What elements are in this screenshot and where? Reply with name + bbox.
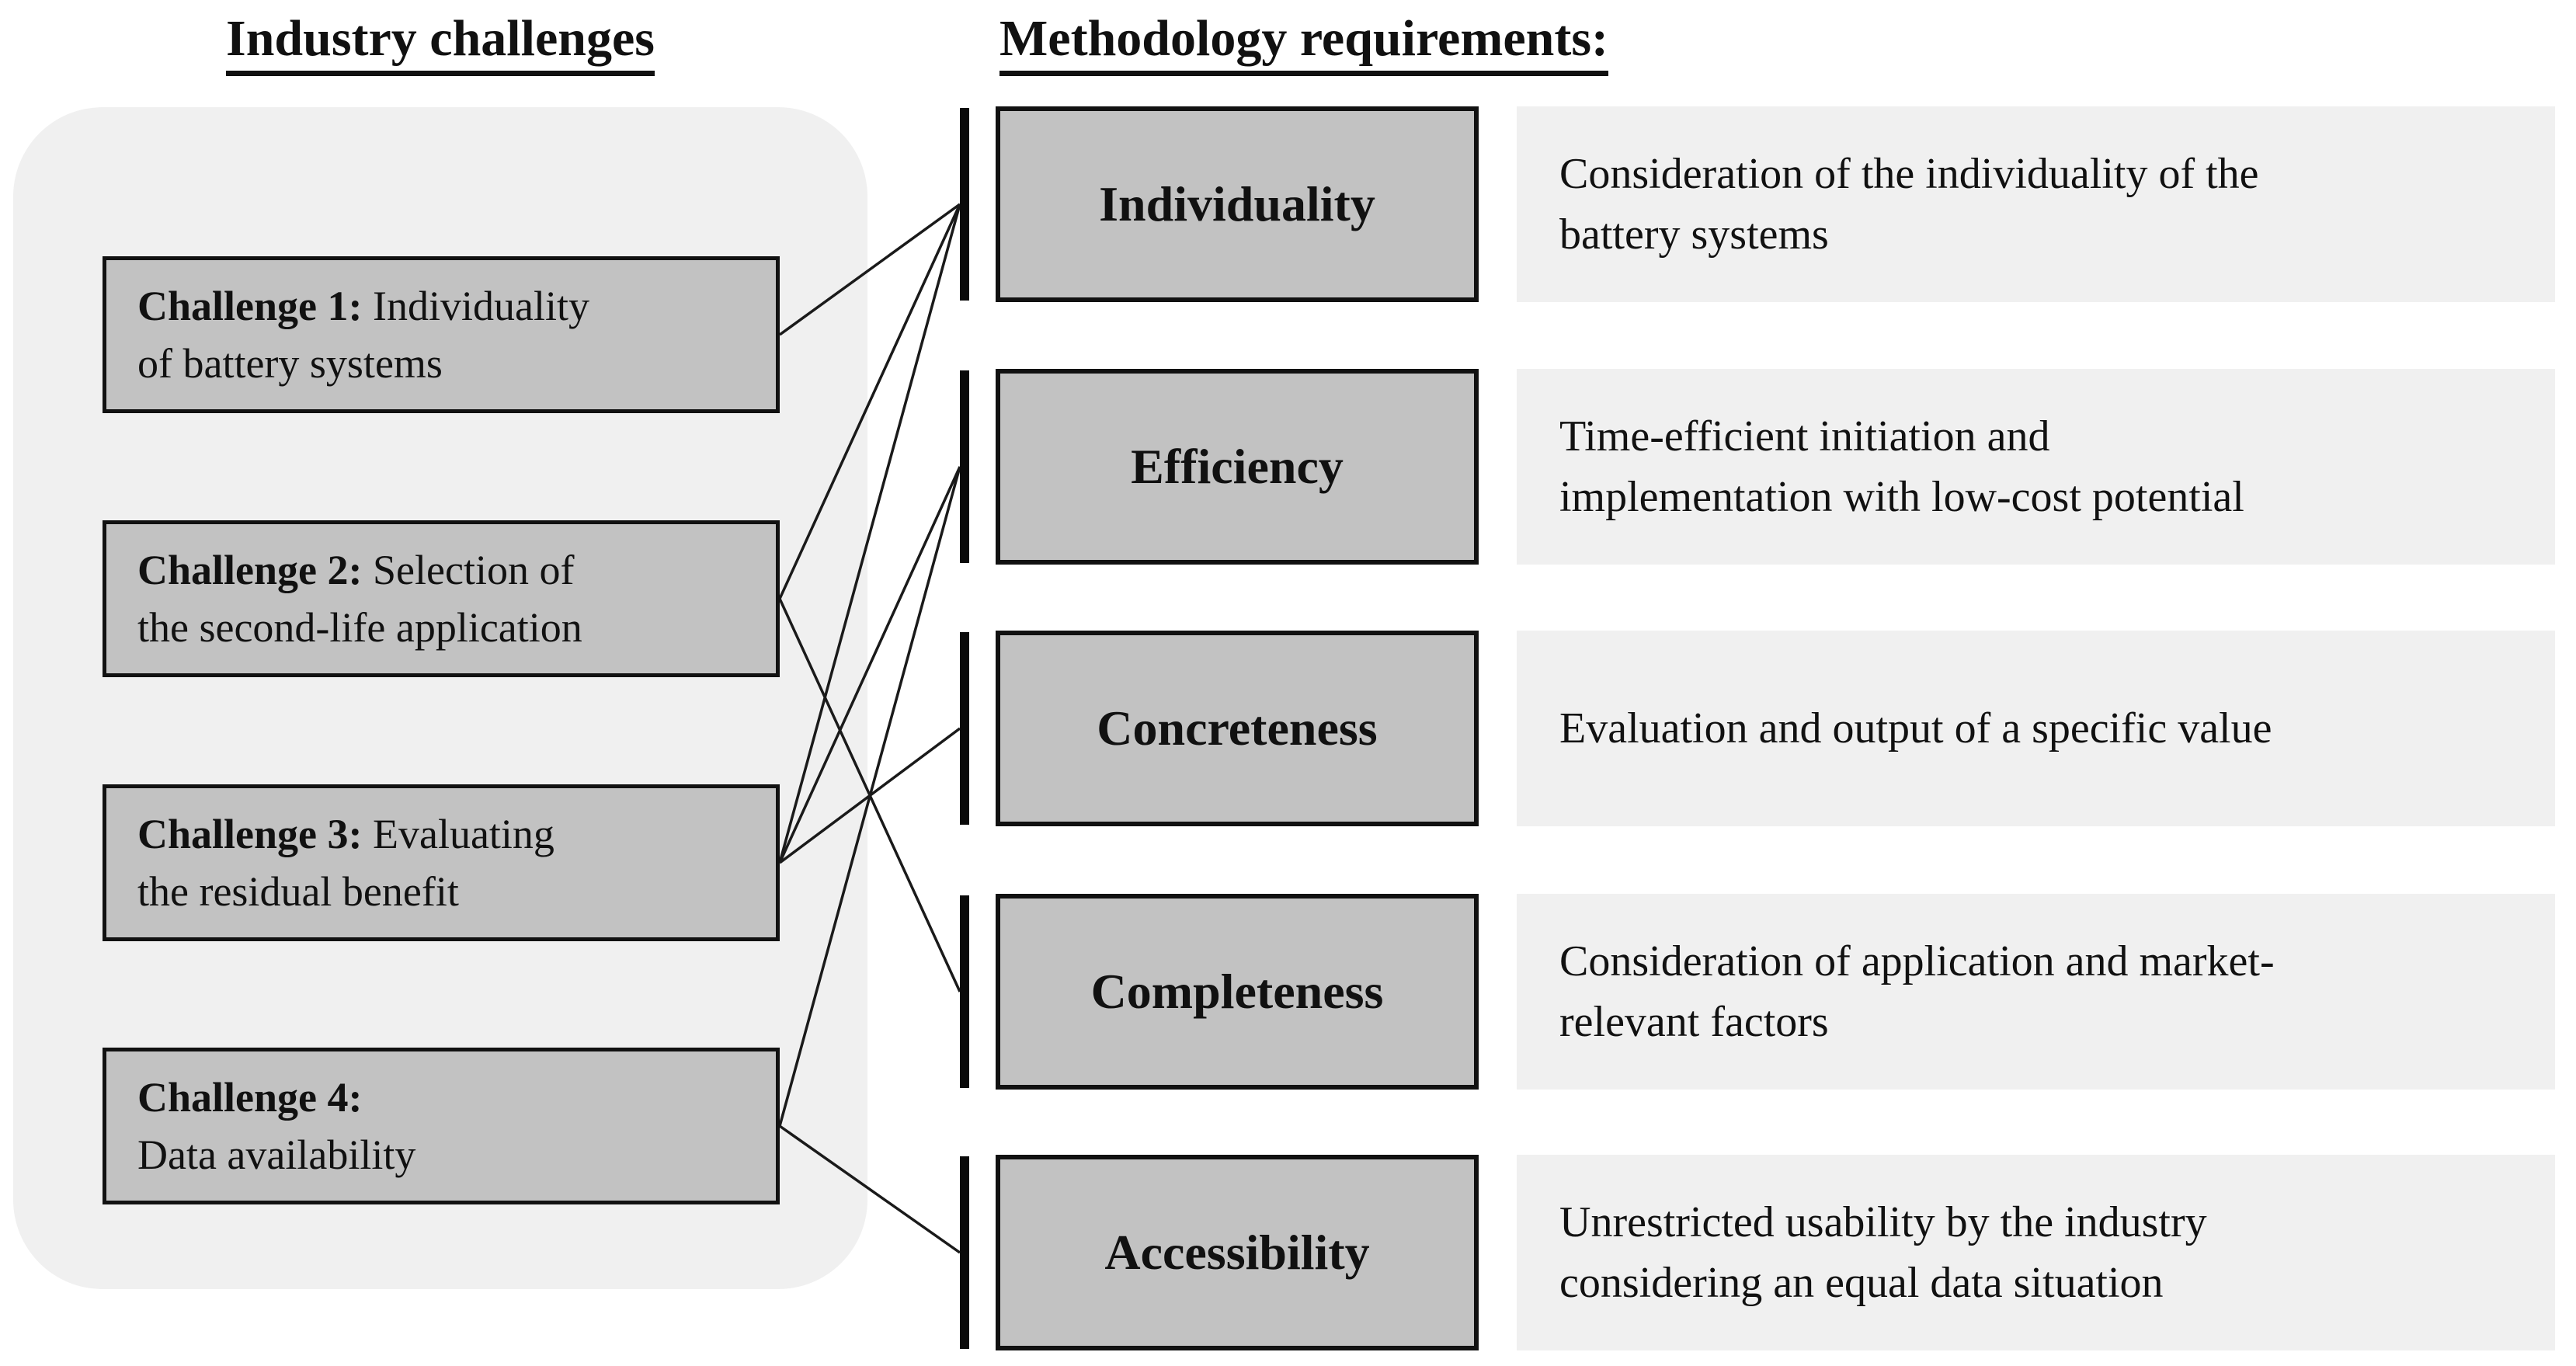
challenge-1-text: Individuality of battery systems: [137, 283, 589, 387]
industry-challenges-heading: Industry challenges: [13, 10, 867, 76]
methodology-requirements-heading: Methodology requirements:: [999, 10, 1608, 76]
challenge-4-box: Challenge 4: Data availability: [103, 1048, 780, 1204]
methodology-requirements-heading-text: Methodology requirements:: [999, 10, 1608, 76]
industry-challenges-heading-text: Industry challenges: [226, 10, 655, 76]
description-text-concreteness: Evaluation and output of a specific valu…: [1559, 704, 2272, 753]
challenge-1-prefix: Challenge 1:: [137, 283, 363, 329]
requirement-label-accessibility: Accessibility: [1104, 1225, 1370, 1280]
requirement-box-completeness: Completeness: [996, 894, 1479, 1090]
connector-bar-accessibility: [960, 1156, 969, 1349]
requirement-box-accessibility: Accessibility: [996, 1155, 1479, 1350]
challenge-4-text: Data availability: [137, 1131, 416, 1178]
requirement-box-efficiency: Efficiency: [996, 369, 1479, 565]
description-text-efficiency: Time-efficient initiation and implementa…: [1559, 412, 2244, 521]
requirement-label-completeness: Completeness: [1090, 964, 1384, 1019]
requirement-label-efficiency: Efficiency: [1131, 439, 1344, 494]
challenge-1-box: Challenge 1: Individuality of battery sy…: [103, 256, 780, 413]
description-text-accessibility: Unrestricted usability by the industry c…: [1559, 1198, 2207, 1307]
challenge-2-box: Challenge 2: Selection of the second-lif…: [103, 520, 780, 677]
requirement-label-individuality: Individuality: [1099, 176, 1375, 231]
description-box-individuality: Consideration of the individuality of th…: [1517, 106, 2555, 302]
description-text-completeness: Consideration of application and market-…: [1559, 937, 2275, 1046]
description-box-concreteness: Evaluation and output of a specific valu…: [1517, 631, 2555, 826]
challenge-3-prefix: Challenge 3:: [137, 811, 363, 857]
connector-bar-concreteness: [960, 632, 969, 825]
requirement-box-individuality: Individuality: [996, 106, 1479, 302]
challenge-2-prefix: Challenge 2:: [137, 547, 363, 593]
requirement-box-concreteness: Concreteness: [996, 631, 1479, 826]
description-box-completeness: Consideration of application and market-…: [1517, 894, 2555, 1090]
description-text-individuality: Consideration of the individuality of th…: [1559, 150, 2259, 259]
challenge-3-text: Evaluating the residual benefit: [137, 811, 554, 915]
challenge-4-prefix: Challenge 4:: [137, 1074, 363, 1121]
connector-bar-efficiency: [960, 370, 969, 563]
description-box-efficiency: Time-efficient initiation and implementa…: [1517, 369, 2555, 565]
connector-bar-completeness: [960, 895, 969, 1088]
challenge-3-box: Challenge 3: Evaluating the residual ben…: [103, 784, 780, 941]
description-box-accessibility: Unrestricted usability by the industry c…: [1517, 1155, 2555, 1350]
requirement-label-concreteness: Concreteness: [1097, 700, 1378, 756]
connector-bar-individuality: [960, 108, 969, 301]
challenge-2-text: Selection of the second-life application: [137, 547, 582, 651]
